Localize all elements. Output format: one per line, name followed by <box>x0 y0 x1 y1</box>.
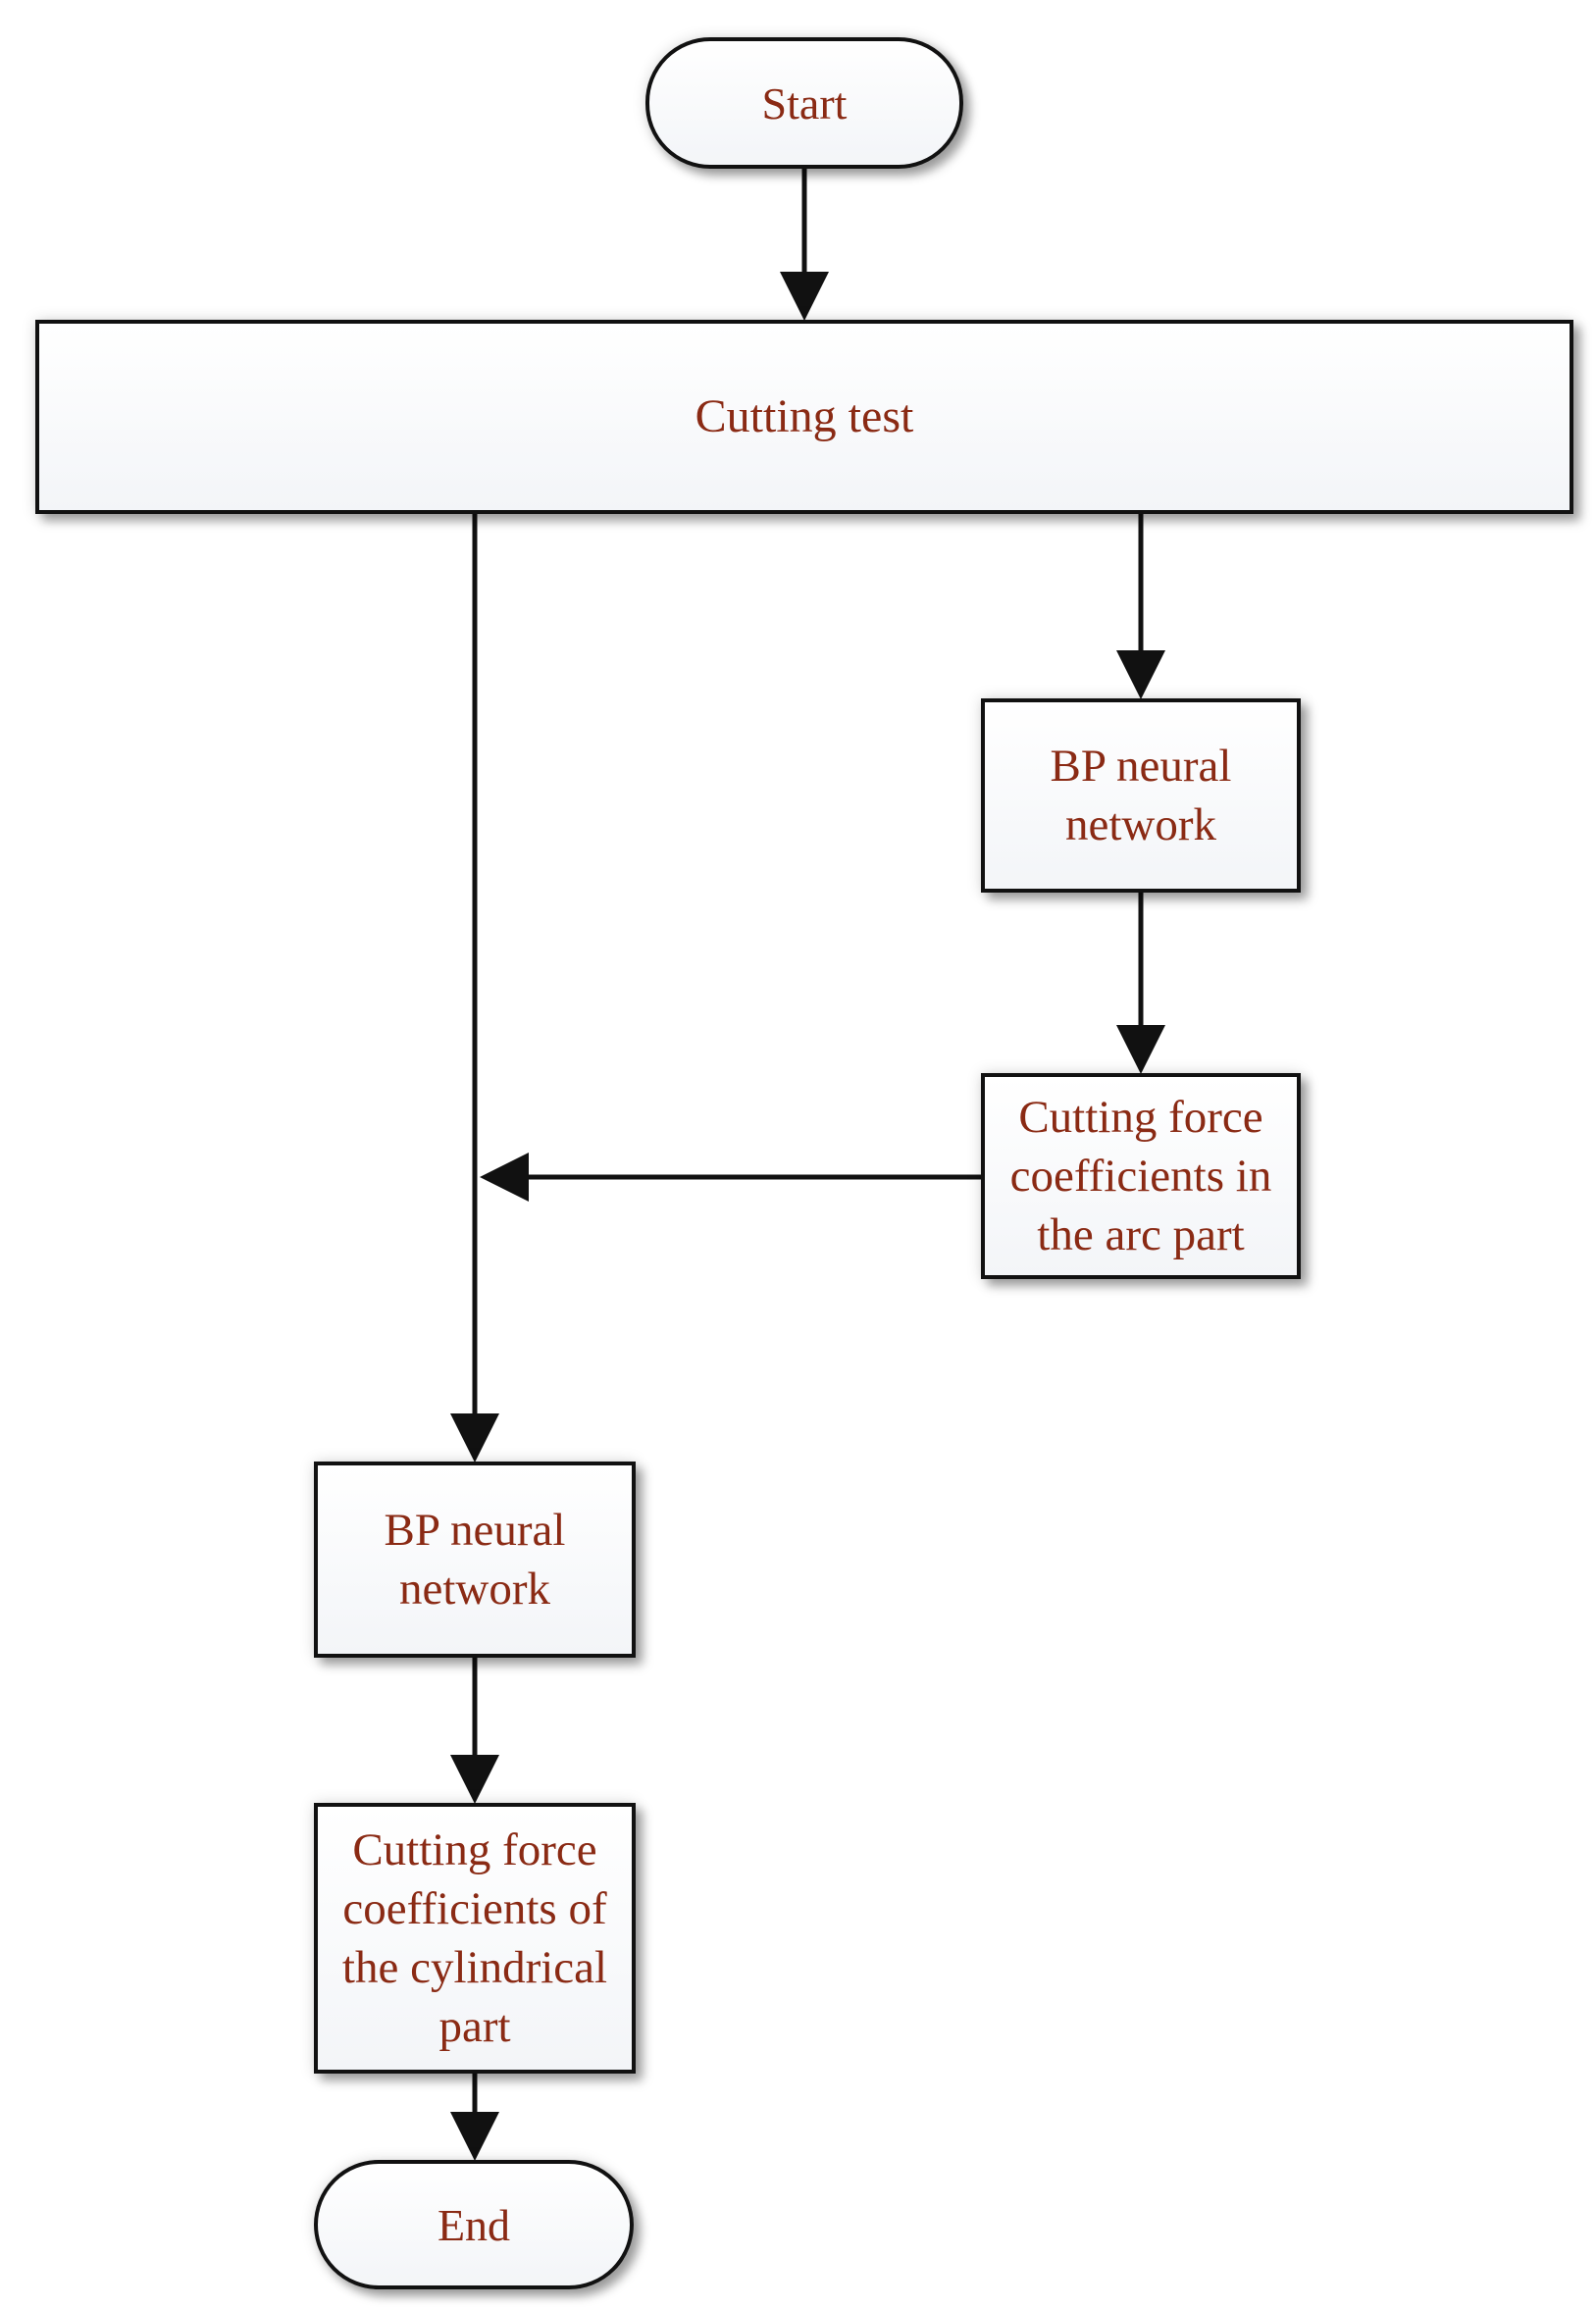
end-label: End <box>437 2199 511 2250</box>
coef-cyl-label: Cutting force coefficients of the cylind… <box>341 1824 608 2052</box>
start-label: Start <box>761 77 848 128</box>
bp-arc-label: BP neural network <box>1050 741 1232 850</box>
start-node: Start <box>645 37 963 169</box>
bp-neural-network-arc-node: BP neural network <box>981 698 1301 893</box>
bp-neural-network-cyl-node: BP neural network <box>314 1462 636 1658</box>
cutting-test-label: Cutting test <box>695 390 914 442</box>
bp-cyl-label: BP neural network <box>384 1505 566 1615</box>
coefficients-arc-node: Cutting force coefficients in the arc pa… <box>981 1073 1301 1279</box>
cutting-test-node: Cutting test <box>35 320 1573 514</box>
coef-arc-label: Cutting force coefficients in the arc pa… <box>1009 1092 1272 1260</box>
coefficients-cyl-node: Cutting force coefficients of the cylind… <box>314 1803 636 2074</box>
end-node: End <box>314 2160 634 2289</box>
